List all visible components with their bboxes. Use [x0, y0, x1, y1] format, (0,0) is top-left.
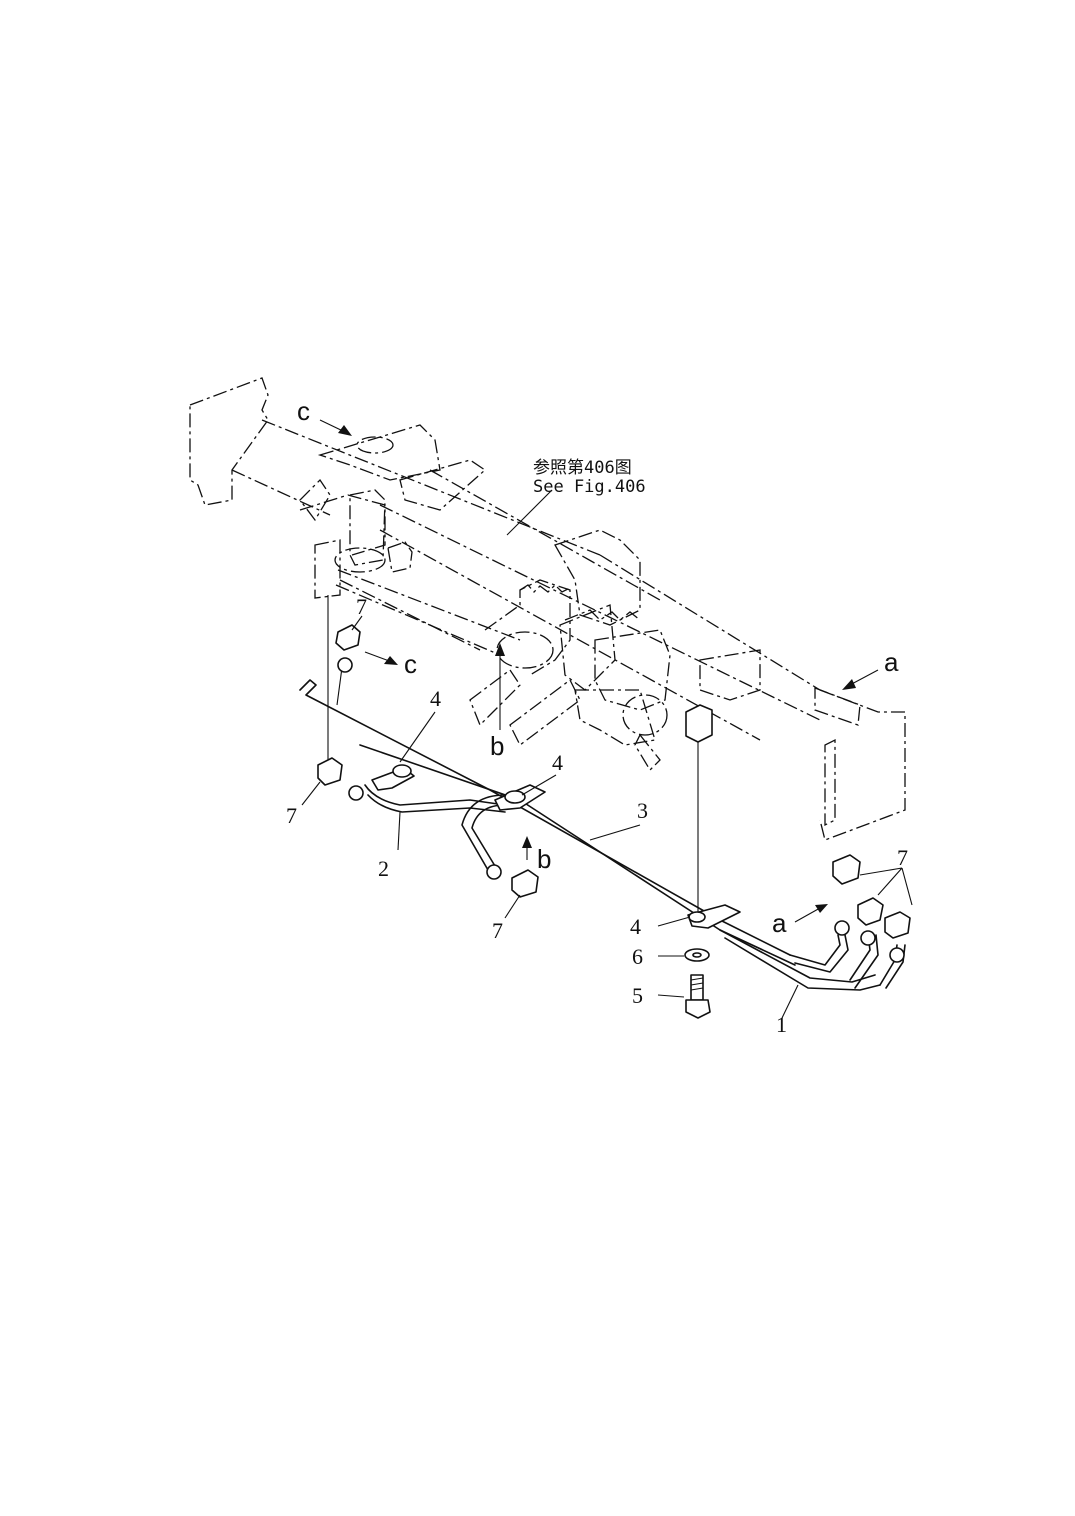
elbow-fitting-right-2	[857, 897, 884, 946]
bolt	[685, 974, 711, 1019]
view-letter-c-lower: c	[404, 649, 417, 679]
view-letter-b-lower: b	[537, 844, 551, 874]
view-letter-a-upper: a	[884, 647, 899, 677]
part-number-1: 1	[776, 1012, 787, 1037]
part-number-7-upper: 7	[356, 594, 367, 619]
elbow-fitting-left	[317, 757, 364, 801]
elbow-fitting-middle	[486, 864, 539, 898]
view-letter-c-upper: c	[297, 396, 310, 426]
washer	[684, 948, 710, 962]
leaders	[301, 419, 913, 1019]
pipe-assembly	[299, 679, 906, 991]
frame-assembly	[189, 377, 906, 841]
part-number-5: 5	[632, 983, 643, 1008]
clamp-upper	[371, 764, 415, 791]
part-number-7-middle: 7	[492, 918, 503, 943]
part-number-2: 2	[378, 856, 389, 881]
callout-labels: 参照第406图 See Fig.406 1 2 3 4 4 4 5 6 7 7 …	[286, 396, 908, 1037]
elbow-fitting-upper	[335, 624, 361, 673]
part-number-3: 3	[637, 798, 648, 823]
view-letter-b-upper: b	[490, 731, 504, 761]
reference-en-label: See Fig.406	[533, 477, 646, 497]
part-number-4-lower: 4	[630, 914, 641, 939]
view-letter-a-lower: a	[772, 908, 787, 938]
part-number-6: 6	[632, 944, 643, 969]
elbow-fitting-right-1	[832, 854, 861, 936]
part-number-4-middle: 4	[552, 750, 563, 775]
part-number-4-upper: 4	[430, 686, 441, 711]
clamp-lower	[687, 904, 741, 929]
elbow-fitting-right-3	[884, 911, 911, 963]
part-number-7-left: 7	[286, 803, 297, 828]
clamp-middle	[494, 784, 546, 811]
mounting-block	[685, 704, 713, 743]
reference-cn-label: 参照第406图	[533, 458, 632, 478]
part-number-7-right: 7	[897, 845, 908, 870]
